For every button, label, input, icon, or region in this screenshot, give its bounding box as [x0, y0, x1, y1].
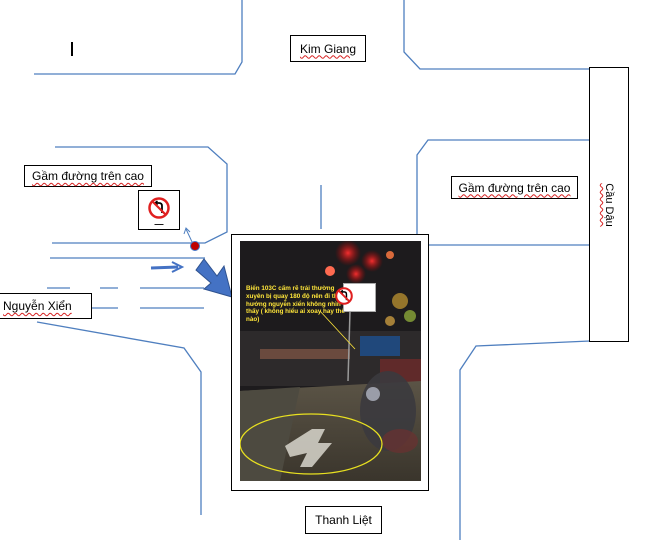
highlight-ellipse	[240, 413, 383, 475]
street-photo: Biển 103C cấm rẽ trái thường xuyên bị qu…	[240, 241, 421, 481]
label-cau-dau: Cầu Dậu	[589, 67, 629, 342]
road-edge-bottom-left	[36, 321, 202, 515]
pointer-arrow-icon	[183, 227, 194, 245]
block-arrow-icon	[195, 258, 233, 298]
road-edge-left-underpass	[52, 146, 228, 244]
sign-box-map: ▬▬▬	[138, 190, 180, 230]
road-edge-bottom-right	[459, 340, 591, 540]
road-edge-top-left	[34, 0, 243, 75]
label-underpass-right: Gầm đường trên cao	[451, 176, 578, 199]
photo-caption: Biển 103C cấm rẽ trái thường xuyên bị qu…	[246, 285, 346, 324]
text-cursor	[71, 42, 73, 56]
label-nguyen-xien: Nguyễn Xiển	[0, 293, 92, 319]
no-left-turn-sign-icon	[148, 197, 170, 219]
photo-sign	[335, 283, 376, 312]
label-thanh-liet: Thanh Liệt	[305, 506, 382, 534]
road-edge-right-underpass	[416, 139, 590, 246]
location-marker-icon	[190, 241, 200, 251]
road-edge-top-right	[403, 0, 590, 70]
sign-caption-icon: ▬▬▬	[154, 222, 164, 226]
label-kim-giang: Kim Giang	[290, 35, 366, 62]
label-underpass-left: Gầm đường trên cao	[24, 165, 152, 187]
photo-scene	[240, 241, 421, 481]
direction-arrow-icon	[150, 261, 185, 273]
photo-frame: Biển 103C cấm rẽ trái thường xuyên bị qu…	[231, 234, 429, 491]
no-left-turn-sign-icon	[335, 287, 353, 305]
